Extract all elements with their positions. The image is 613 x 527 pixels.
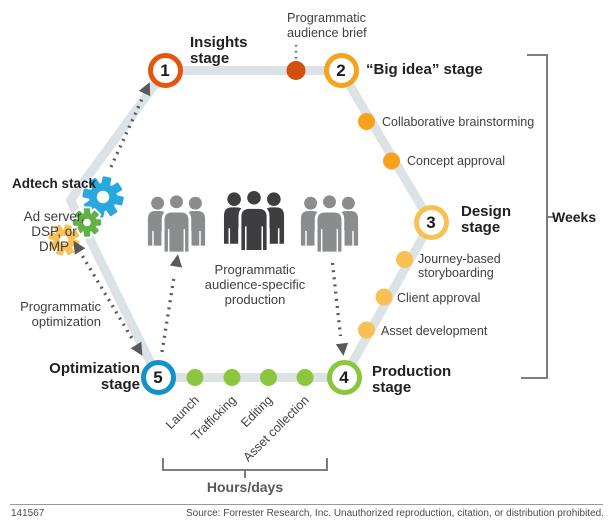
stage-4-label: Production stage [372, 363, 452, 396]
dashed-arrow-programmatic-optimization [73, 240, 143, 356]
audience-brief-dot [286, 61, 306, 80]
gear-green-icon [71, 206, 103, 239]
milestone-dot [375, 288, 393, 306]
center-production-label: Programmatic audience-specific productio… [204, 262, 306, 308]
stage-2-label: “Big idea” stage [366, 61, 483, 78]
gear-blue-icon [80, 174, 126, 220]
source-note: Source: Forrester Research, Inc. Unautho… [186, 508, 604, 519]
milestone-dot [260, 369, 277, 386]
stage-4-node: 4 [326, 360, 362, 395]
milestone-label-client-approval: Client approval [397, 291, 481, 305]
people-group-right-icon [300, 194, 359, 253]
milestone-label-concept-approval: Concept approval [407, 154, 505, 168]
gear-yellow-icon [46, 222, 82, 258]
stage-5-node: 5 [140, 360, 176, 395]
milestone-label-collaborative-brainstorming: Collaborative brainstorming [382, 115, 535, 129]
milestone-dot [396, 251, 413, 268]
stage-1-node: 1 [147, 53, 183, 88]
dashed-arrow-gears-to-insights [109, 82, 151, 168]
milestone-dot [358, 113, 375, 130]
weeks-label: Weeks [552, 209, 597, 225]
stage-1-label: Insights stage [190, 34, 248, 67]
milestone-dot [223, 369, 241, 386]
adtech-stack-subtitle: Ad server, DSP, or DMP [23, 209, 85, 255]
figure-id: 141567 [11, 508, 45, 519]
people-group-center-icon [223, 188, 285, 253]
adtech-stack-block: Adtech stack Ad server, DSP, or DMP [2, 158, 106, 273]
people-group-left-icon [147, 194, 206, 253]
dashed-arrow-optimization-to-people [160, 254, 183, 353]
stage-3-node: 3 [413, 205, 449, 240]
stage-3-label: Design stage [461, 203, 512, 236]
milestone-label-journey-based-storyboarding: Journey-based storyboarding [418, 252, 501, 280]
programmatic-optimization-label: Programmatic optimization [20, 299, 101, 329]
audience-brief-label: Programmatic audience brief [287, 11, 367, 40]
milestone-dot [358, 321, 375, 339]
hours-days-bracket [162, 458, 328, 478]
adtech-stack-title: Adtech stack [11, 176, 97, 191]
milestone-dot [186, 369, 204, 386]
stage-5-label: Optimization stage [49, 360, 140, 393]
dashed-arrow-people-to-production [330, 262, 349, 356]
hours-days-label: Hours/days [206, 479, 284, 495]
weeks-bracket [521, 54, 554, 379]
stage-2-node: 2 [323, 53, 359, 88]
milestone-dot [296, 369, 314, 386]
milestone-label-asset-development: Asset development [381, 324, 488, 338]
milestone-dot [383, 152, 400, 170]
